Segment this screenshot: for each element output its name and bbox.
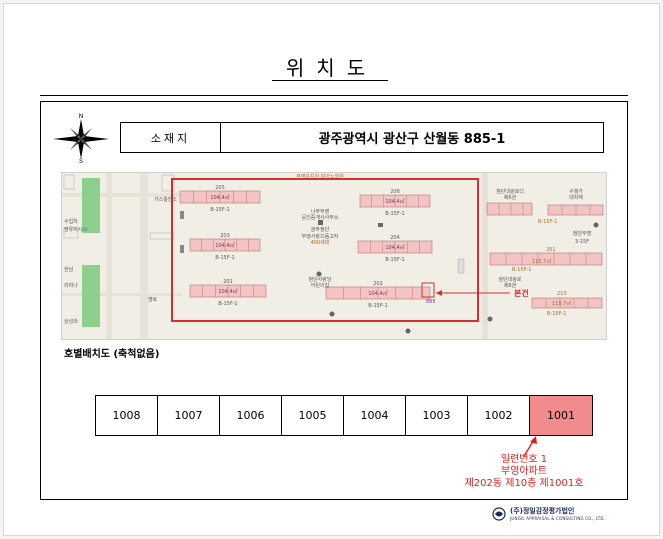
svg-text:S: S xyxy=(79,158,83,164)
unit-1008: 1008 xyxy=(96,396,158,435)
building-number: 201 xyxy=(223,279,233,285)
unit-1005: 1005 xyxy=(282,396,344,435)
map-label-senior2: 부영사랑으뜸고자 xyxy=(302,233,339,240)
map-label-right7: B-15F-1 xyxy=(538,219,557,225)
site-map: 205 104.4㎡ B-15F-1 206 104.4㎡ B-15F-1 203 104.4… xyxy=(61,172,607,340)
map-marker-icon xyxy=(316,271,322,277)
map-label-west2: 수입차 xyxy=(64,218,78,225)
map-label-right1: 201 xyxy=(546,247,556,253)
company-name-ko: (주)정일감정평가법인 xyxy=(510,507,575,515)
map-tree-icon xyxy=(180,211,184,219)
map-label-east2: 제6관 xyxy=(504,194,517,201)
unit-1007: 1007 xyxy=(158,396,220,435)
building-floors: B-15F-1 xyxy=(385,211,404,217)
map-label-west6: 엠토 xyxy=(148,296,158,303)
map-label-office2: 공인중개사사무소 xyxy=(302,214,339,221)
map-lot-number: 885 xyxy=(426,299,436,305)
subject-label: 본건 xyxy=(514,288,529,298)
unit-1003: 1003 xyxy=(406,396,468,435)
callout-line1: 일련번호 1 xyxy=(500,454,548,465)
subject-pointer-arrow xyxy=(436,290,442,296)
map-label-right5: 115.7㎡ xyxy=(552,300,571,307)
unit-1002: 1002 xyxy=(468,396,530,435)
map-parking-icon xyxy=(457,258,465,274)
page-title: 위치도 xyxy=(285,56,378,80)
location-label: 소재지 xyxy=(121,123,221,152)
building-number: 204 xyxy=(390,235,400,241)
building-206: 206 104.4㎡ B-15F-1 xyxy=(359,189,431,217)
map-label-hall2: 어린이집 xyxy=(311,282,329,289)
building-204: 204 104.4㎡ B-15F-1 xyxy=(357,235,433,263)
title-rule xyxy=(40,95,628,96)
building-202: 202 104.4㎡ B-15F-1 xyxy=(325,281,431,309)
map-tree-icon xyxy=(180,245,184,253)
callout-line2: 부영아파트 xyxy=(501,466,547,477)
map-label-east1: 첨단대광로디 xyxy=(496,188,524,195)
building-number: 203 xyxy=(220,233,230,239)
building-floors: B-15F-1 xyxy=(368,303,387,309)
building-201: 201 104.4㎡ B-15F-1 xyxy=(189,279,267,307)
callout-line3: 제202동 제10층 제1001호 xyxy=(464,478,584,489)
map-marker-icon xyxy=(405,328,411,334)
building-area: 104.4㎡ xyxy=(210,194,229,201)
map-label-east6: 제8관 xyxy=(504,282,517,289)
unit-layout-title: 호별배치도 (축척없음) xyxy=(64,349,160,360)
building-number: 205 xyxy=(215,185,225,191)
map-label-east8: 3-15F xyxy=(575,239,589,245)
map-marker-icon xyxy=(329,311,335,317)
subject-callout: 일련번호 1 부영아파트 제202동 제10층 제1001호 xyxy=(440,454,608,490)
map-label-east7: 첨단부영 xyxy=(573,230,591,237)
building-area: 104.4㎡ xyxy=(368,290,387,297)
unit-1001: 1001 xyxy=(530,396,592,435)
map-label-right6: B-15F-1 xyxy=(547,311,566,317)
map-label-west3: 점유치시시 xyxy=(64,226,87,233)
title-underline xyxy=(272,80,388,81)
building-number: 206 xyxy=(390,189,400,195)
map-label-east3: 수월가 xyxy=(569,188,583,195)
company-logo-icon xyxy=(492,506,506,521)
building-205: 205 104.4㎡ B-15F-1 xyxy=(179,185,261,213)
building-floors: B-15F-1 xyxy=(210,207,229,213)
map-label-kindergarten: 부영유치원 피아노학원 xyxy=(296,173,344,180)
unit-1006: 1006 xyxy=(220,396,282,435)
building-floors: B-15F-1 xyxy=(218,301,237,307)
location-row: 소재지 광주광역시 광산구 산월동 885-1 xyxy=(120,122,604,153)
building-number: 202 xyxy=(373,281,383,287)
subject-marker xyxy=(421,282,435,298)
company-name-en: JUNGIL APPRAISAL & CONSULTING CO., LTD. xyxy=(510,516,606,521)
map-label-west4: 한남 xyxy=(64,266,74,273)
map-label-west1: 가스충전소 xyxy=(154,196,177,203)
map-label-east4: 대자체 xyxy=(569,194,583,201)
map-label-right2: 115.7㎡ xyxy=(532,258,551,265)
map-building-icon xyxy=(318,220,323,225)
map-label-office1: 나무부영 xyxy=(311,208,329,215)
map-marker-icon xyxy=(487,316,493,322)
map-label-senior3: 400세대 xyxy=(311,239,330,246)
building-area: 104.4㎡ xyxy=(385,198,404,205)
building-area: 104.4㎡ xyxy=(218,288,237,295)
map-label-hall1: 첨단사랑당 xyxy=(308,276,331,283)
map-drawing: 205 104.4㎡ B-15F-1 206 104.4㎡ B-15F-1 203 104.4… xyxy=(62,173,606,339)
map-label-west7: 상성라 xyxy=(64,318,78,325)
building-203: 203 104.4㎡ B-15F-1 xyxy=(189,233,261,261)
map-label-east5: 첨단대광로 xyxy=(498,276,521,283)
compass-icon: N S xyxy=(53,113,109,164)
map-label-west5: 리하나 xyxy=(64,282,78,289)
building-floors: B-15F-1 xyxy=(215,255,234,261)
map-marker-icon xyxy=(593,222,599,228)
company-logo: (주)정일감정평가법인 JUNGIL APPRAISAL & CONSULTIN… xyxy=(492,506,605,521)
building-area: 104.4㎡ xyxy=(215,242,234,249)
map-label-senior1: 광주첨단 xyxy=(311,226,330,233)
unit-1004: 1004 xyxy=(344,396,406,435)
map-gate-icon xyxy=(378,223,383,227)
map-label-right4: 210 xyxy=(557,291,567,297)
svg-text:N: N xyxy=(79,113,84,120)
content-frame xyxy=(40,101,628,500)
location-address: 광주광역시 광산구 산월동 885-1 xyxy=(318,132,506,147)
building-group: 205 104.4㎡ B-15F-1 206 104.4㎡ B-15F-1 203 104.4… xyxy=(179,185,433,309)
building-area: 104.4㎡ xyxy=(385,244,404,251)
map-label-right3: B-15F-1 xyxy=(512,267,531,273)
building-floors: B-15F-1 xyxy=(385,257,404,263)
